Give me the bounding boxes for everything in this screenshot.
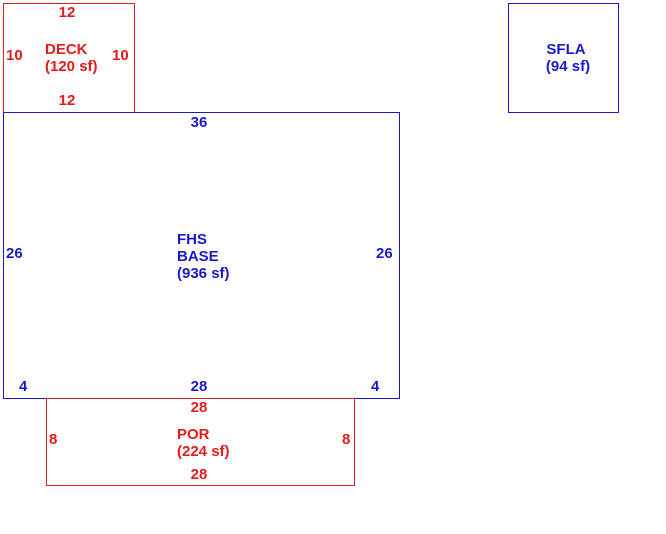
porch-left-dimension: 8 xyxy=(49,431,58,448)
porch-outline xyxy=(46,398,355,486)
base-name-line2: BASE xyxy=(177,248,219,265)
porch-top-dimension: 28 xyxy=(190,399,208,416)
porch-bottom-dimension: 28 xyxy=(190,466,208,483)
deck-top-dimension: 12 xyxy=(58,4,76,21)
deck-bottom-dimension: 12 xyxy=(58,92,76,109)
porch-area-label: (224 sf) xyxy=(177,443,230,460)
deck-name-label: DECK xyxy=(45,41,88,58)
base-name-line1: FHS xyxy=(177,231,207,248)
sfla-name-label: SFLA xyxy=(546,41,586,58)
porch-right-dimension: 8 xyxy=(342,431,351,448)
base-top-dimension: 36 xyxy=(190,114,208,131)
base-bottom-left-dimension: 4 xyxy=(19,378,28,395)
base-bottom-right-dimension: 4 xyxy=(371,378,380,395)
base-left-dimension: 26 xyxy=(6,245,23,262)
sfla-outline xyxy=(508,3,619,113)
deck-area-label: (120 sf) xyxy=(45,58,98,75)
deck-left-dimension: 10 xyxy=(6,47,23,64)
sfla-area-label: (94 sf) xyxy=(545,58,591,75)
porch-name-label: POR xyxy=(177,426,210,443)
base-bottom-dimension: 28 xyxy=(190,378,208,395)
base-area-label: (936 sf) xyxy=(177,265,230,282)
deck-right-dimension: 10 xyxy=(112,47,129,64)
base-right-dimension: 26 xyxy=(376,245,393,262)
